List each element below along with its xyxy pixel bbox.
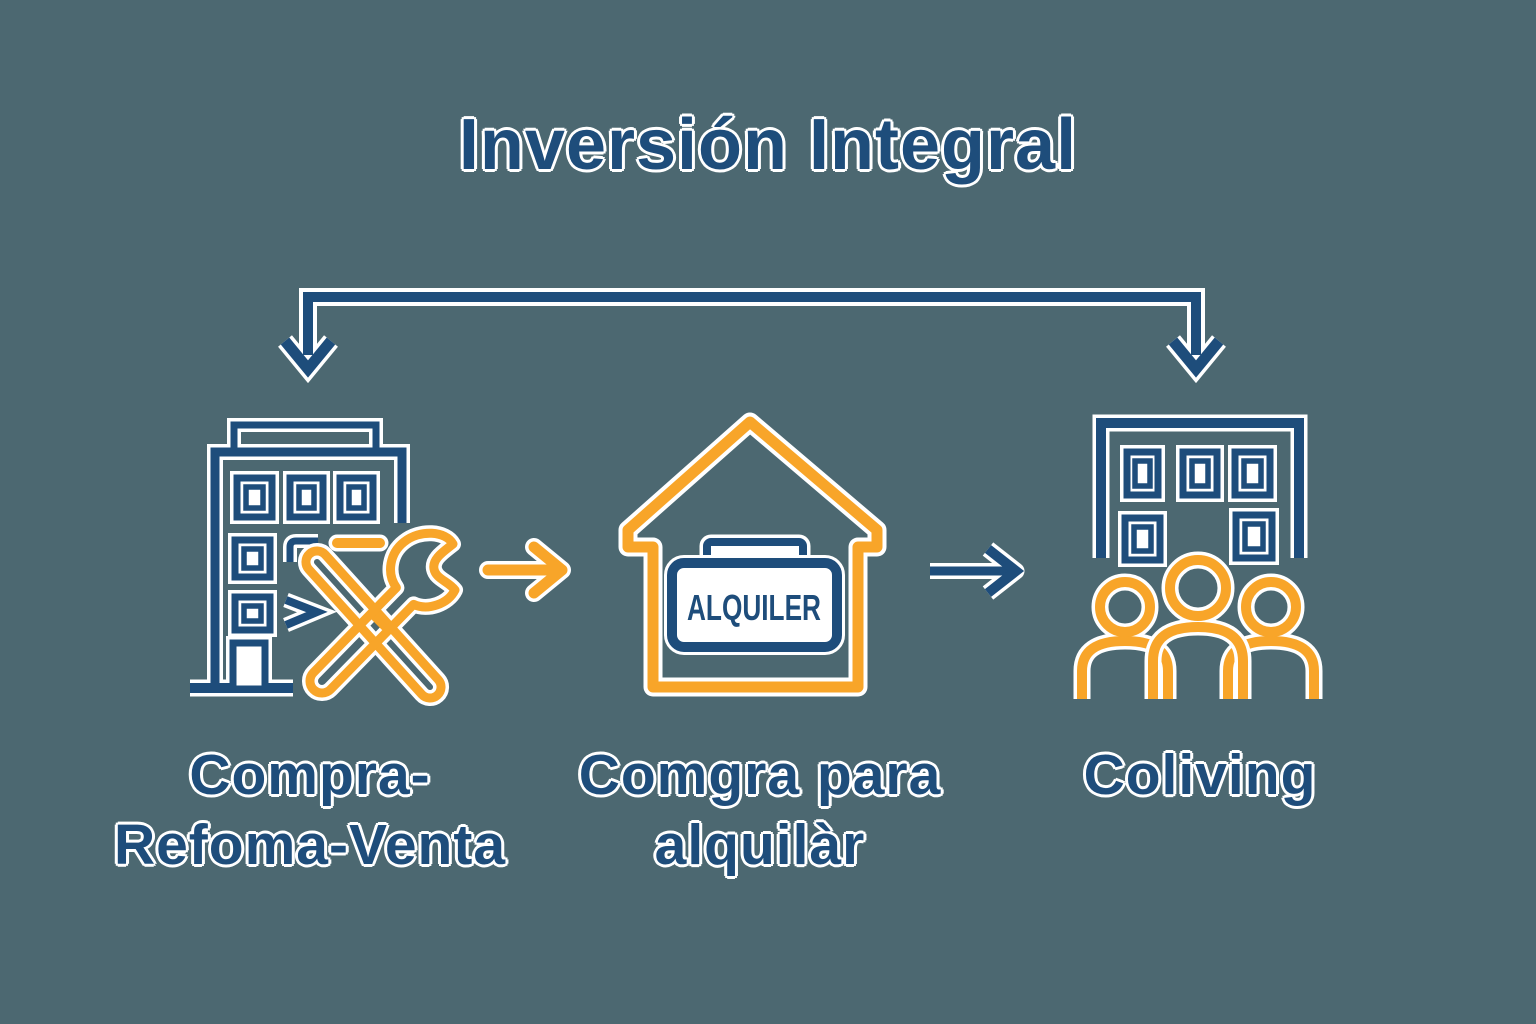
diagram-title: Inversión Integral (458, 105, 1078, 185)
people-group-icon (1082, 560, 1314, 699)
step-label-line: Compra- (189, 743, 431, 807)
step-label-compra-para-alquilar: Comgra para alquilàr (560, 741, 960, 880)
alquiler-sign-text: ALQUILER (687, 587, 821, 628)
step-label-line: alquilàr (654, 812, 866, 877)
building-renovation-tools-icon (180, 385, 460, 715)
step-label-compra-reforma-venta: Compra- Refoma-Venta (25, 741, 595, 880)
step-label-line: Coliving (1083, 743, 1317, 807)
crossed-tools-icon (306, 533, 455, 698)
step-label-coliving: Coliving (1000, 741, 1400, 811)
split-down-arrow-icon (268, 283, 1228, 388)
arrow-right-navy-icon (922, 541, 1032, 605)
arrow-right-orange-icon (478, 541, 588, 605)
coliving-building-people-icon (1068, 403, 1328, 708)
alquiler-sign: ALQUILER (672, 542, 837, 647)
step-label-line: Comgra para (578, 743, 942, 807)
house-rental-sign-icon: ALQUILER (605, 410, 905, 700)
step-label-line: Refoma-Venta (113, 812, 507, 877)
